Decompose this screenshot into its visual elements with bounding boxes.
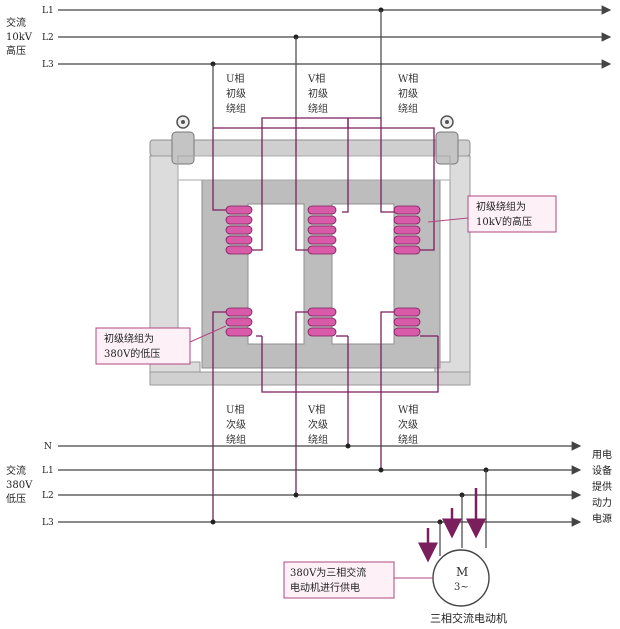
primary-v-label: 绕组 [308, 102, 328, 115]
primary-w-label: 绕组 [398, 102, 418, 115]
callout-motor-supply: 380V为三相交流 电动机进行供电 [283, 561, 433, 599]
lv-bus-label-l2: L2 [42, 491, 54, 501]
primary-u-label: 初级 [226, 87, 246, 100]
lv-bus-label-l3: L3 [42, 518, 54, 528]
primary-u-label: 绕组 [226, 102, 246, 115]
motor-feed [418, 467, 489, 563]
secondary-v-label: V相 [307, 403, 325, 416]
hv-taps [210, 7, 384, 128]
motor-phase: 3~ [454, 582, 469, 593]
primary-w-label: W相 [398, 72, 418, 85]
secondary-u-label: 次级 [226, 418, 246, 431]
right-label-line: 用电 [592, 448, 612, 461]
callout-secondary: 初级绕组为 380V的低压 [95, 325, 227, 365]
bushing-right [435, 115, 459, 165]
coil-primary-v [307, 205, 337, 255]
secondary-wiring [212, 311, 439, 522]
hv-busbars: L1 L2 L3 [42, 5, 612, 70]
iron-core [177, 155, 451, 369]
callout-primary-line: 10kV的高压 [476, 215, 532, 228]
secondary-w-label: W相 [398, 403, 418, 416]
lv-label-line: 低压 [6, 492, 26, 505]
coil-primary-w [393, 205, 421, 255]
primary-winding-labels: U相 初级 绕组 V相 初级 绕组 W相 初级 绕组 [226, 72, 418, 115]
secondary-v-label: 绕组 [308, 433, 328, 446]
lv-label: 交流 380V 低压 [6, 464, 33, 505]
primary-u-label: U相 [226, 72, 244, 85]
callout-secondary-line: 初级绕组为 [104, 332, 154, 345]
callout-motor-line: 380V为三相交流 [290, 566, 366, 579]
lv-label-line: 380V [6, 480, 33, 491]
lv-label-line: 交流 [6, 464, 26, 477]
coil-secondary-w [393, 307, 421, 337]
secondary-u-label: 绕组 [226, 433, 246, 446]
motor: M 3~ 三相交流电动机 [430, 549, 507, 625]
callout-secondary-line: 380V的低压 [104, 347, 160, 360]
primary-v-label: V相 [307, 72, 325, 85]
primary-wiring [212, 117, 435, 251]
bushing-left [171, 115, 195, 165]
primary-v-label: 初级 [308, 87, 328, 100]
callout-motor-line: 电动机进行供电 [290, 581, 360, 594]
right-label-line: 动力 [592, 496, 612, 509]
right-label-line: 电源 [592, 512, 612, 525]
right-side-label: 用电 设备 提供 动力 电源 [592, 448, 612, 525]
secondary-w-label: 绕组 [398, 433, 418, 446]
hv-bus-label-l1: L1 [42, 6, 54, 16]
motor-symbol-letter: M [456, 565, 468, 579]
primary-w-label: 初级 [398, 87, 418, 100]
lv-bus-label-n: N [44, 442, 52, 452]
coil-primary-u [225, 205, 253, 255]
secondary-winding-labels: U相 次级 绕组 V相 次级 绕组 W相 次级 绕组 [226, 403, 418, 446]
secondary-u-label: U相 [226, 403, 244, 416]
coils [225, 205, 421, 337]
secondary-v-label: 次级 [308, 418, 328, 431]
callout-primary-line: 初级绕组为 [476, 200, 526, 213]
coil-secondary-u [225, 307, 253, 337]
secondary-w-label: 次级 [398, 418, 418, 431]
hv-label-line: 10kV [6, 32, 33, 43]
right-label-line: 设备 [592, 464, 612, 477]
hv-label-line: 高压 [6, 44, 26, 57]
hv-bus-label-l3: L3 [42, 60, 54, 70]
right-label-line: 提供 [592, 480, 612, 493]
hv-bus-label-l2: L2 [42, 33, 54, 43]
coil-secondary-v [307, 307, 337, 337]
hv-label-line: 交流 [6, 16, 26, 29]
lv-bus-label-l1: L1 [42, 466, 54, 476]
motor-caption: 三相交流电动机 [430, 611, 507, 625]
hv-label: 交流 10kV 高压 [6, 16, 33, 57]
callout-primary: 初级绕组为 10kV的高压 [427, 195, 557, 233]
lv-busbars: N L1 L2 L3 [42, 441, 582, 528]
